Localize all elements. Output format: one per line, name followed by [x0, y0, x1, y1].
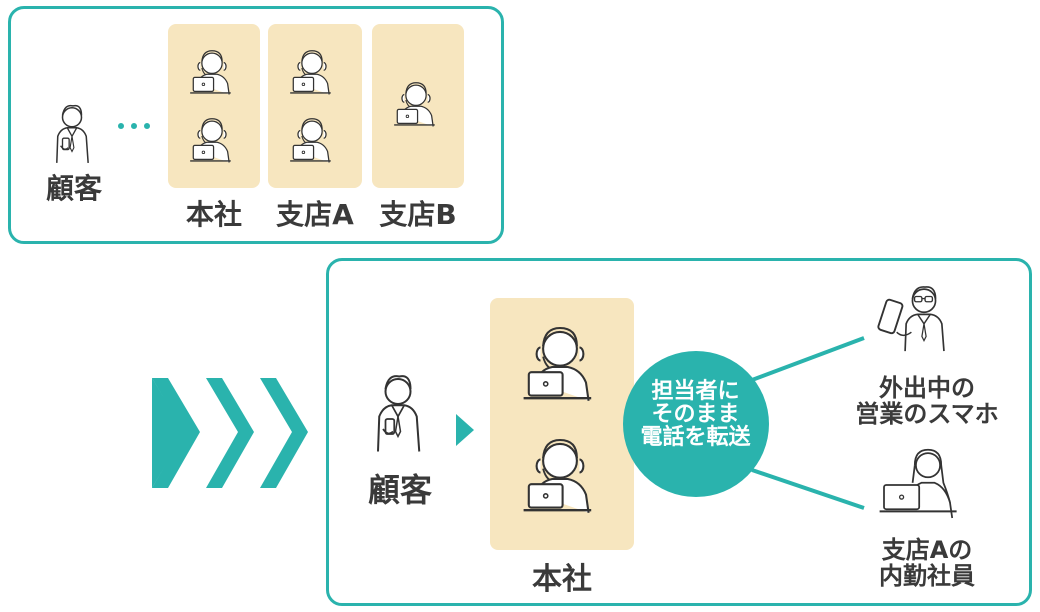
ellipsis-icon: [118, 123, 150, 129]
bottom-hq-label: 本社: [532, 562, 592, 597]
branch-staff-label-line2: 内勤社員: [879, 562, 975, 590]
top-branch-a-label: 支店A: [276, 198, 354, 231]
hq-panel-top: [168, 24, 260, 188]
mobile-target-label-line1: 外出中の: [879, 374, 975, 402]
circle-line-3: 電話を転送: [640, 425, 751, 451]
hq-panel-bottom: [490, 298, 634, 550]
circle-line-2: そのまま: [651, 402, 740, 428]
bottom-customer-label: 顧客: [367, 471, 432, 509]
circle-line-1: 担当者に: [651, 379, 740, 404]
top-customer-label: 顧客: [45, 172, 102, 205]
branch-staff-label-line1: 支店Aの: [881, 536, 973, 564]
branch-b-panel-top: [372, 24, 464, 188]
top-hq-label: 本社: [185, 198, 242, 231]
transfer-circle-text: 担当者に そのまま 電話を転送: [628, 380, 763, 449]
mobile-target-label-line2: 営業のスマホ: [855, 400, 999, 428]
forward-arrows: [152, 378, 308, 488]
branch-a-panel-top: [268, 24, 362, 188]
top-branch-b-label: 支店B: [379, 198, 457, 231]
